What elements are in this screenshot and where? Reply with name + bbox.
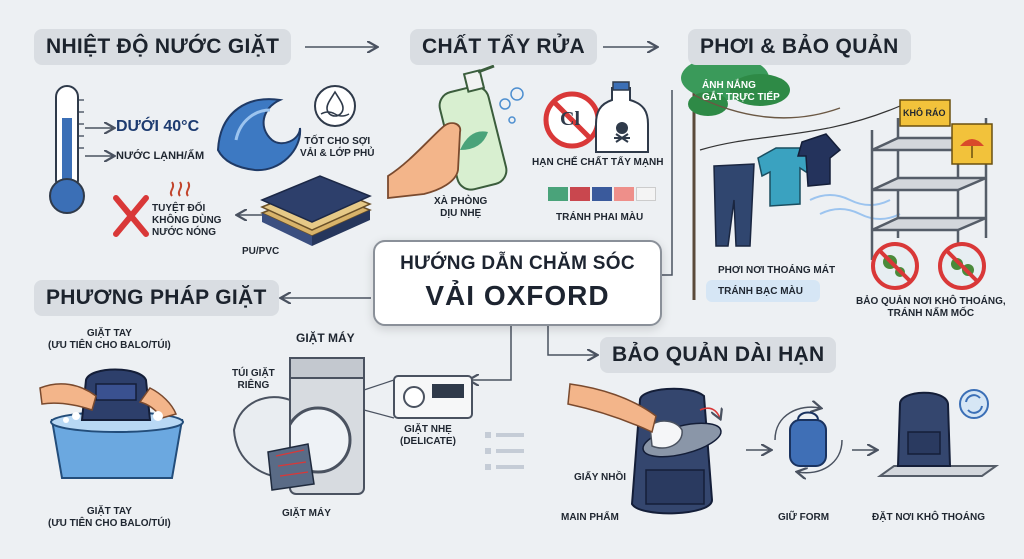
label-machine-wash-top: GIẶT MÁY	[296, 331, 355, 345]
label-mild-soap: XÀ PHÒNG DỊU NHẸ	[434, 196, 488, 219]
dry-sign-icon	[899, 99, 993, 165]
backpack-stuffing-icon	[567, 383, 724, 515]
drying-clothes-icon	[699, 105, 901, 247]
hand-icon	[387, 122, 462, 200]
label-hand-wash-top: GIẶT TAY (ƯU TIÊN CHO BALO/TÚI)	[48, 328, 171, 351]
label-no-hot-water: TUYỆT ĐỐI KHÔNG DÙNG NƯỚC NÓNG	[152, 203, 222, 238]
label-paper-stuffing: GIẤY NHỒI	[574, 472, 627, 483]
label-direct-sunlight: ÁNH NẮNG GẮT TRỰC TIẾP	[702, 80, 780, 103]
wave-icon	[216, 98, 302, 172]
center-title-box: HƯỚNG DẪN CHĂM SÓC VẢI OXFORD	[373, 240, 662, 326]
label-machine-wash-bottom: GIẶT MÁY	[282, 508, 331, 519]
label-avoid-bleaching: TRÁNH BẠC MÀU	[718, 286, 803, 297]
steam-icon	[169, 181, 191, 197]
fabric-layers-icon	[260, 175, 372, 246]
avoid-fade-highlight	[706, 280, 820, 302]
control-panel-icon	[363, 375, 473, 419]
label-airy-place: PHƠI NƠI THOÁNG MÁT	[718, 265, 836, 276]
water-drop-icon	[314, 85, 356, 127]
color-swatch	[570, 187, 590, 201]
washing-machine-icon	[232, 357, 365, 495]
label-avoid-fade: TRÁNH PHAI MÀU	[556, 212, 644, 223]
hand-wash-basin-icon	[39, 368, 184, 479]
label-limit-strong-bleach: HẠN CHẾ CHẤT TẨY MẠNH	[532, 157, 664, 168]
bleach-bottle-icon	[595, 81, 649, 153]
section-title-washing: PHƯƠNG PHÁP GIẶT	[34, 280, 279, 316]
color-swatch	[636, 187, 656, 201]
color-swatch	[548, 187, 568, 201]
label-dry-place: ĐẶT NƠI KHÔ THOÁNG	[872, 512, 985, 523]
no-mold-icon-1	[871, 242, 919, 290]
label-dry-storage: BẢO QUẢN NƠI KHÔ THOÁNG, TRÁNH NẤM MỐC	[856, 296, 1006, 319]
label-cold-warm: NƯỚC LẠNH/ẤM	[116, 150, 205, 162]
label-delicate-mode: GIẶT NHẸ (DELICATE)	[400, 424, 456, 447]
section-title-drying: PHƠI & BẢO QUẢN	[688, 29, 911, 65]
backpack-shelf-icon	[876, 389, 1000, 477]
label-dry-sign: KHÔ RÁO	[903, 108, 946, 118]
tree-branch-icon	[681, 56, 841, 300]
color-swatch	[614, 187, 634, 201]
section-title-detergent: CHẤT TẨY RỬA	[410, 29, 597, 65]
center-title-line2: VẢI OXFORD	[425, 280, 610, 311]
label-below-40: DƯỚI 40°C	[116, 118, 200, 135]
label-laundry-bag: TÚI GIẶT RIÊNG	[232, 368, 275, 391]
label-keep-form: GIỮ FORM	[778, 512, 830, 523]
label-pu-pvc: PU/PVC	[242, 246, 280, 257]
section-title-water-temp: NHIỆT ĐỘ NƯỚC GIẶT	[34, 29, 292, 65]
no-mold-icon-2	[938, 242, 986, 290]
color-swatches	[548, 187, 656, 201]
section-title-long-term: BẢO QUẢN DÀI HẠN	[600, 337, 837, 373]
label-cl-symbol: Cl	[560, 108, 580, 130]
color-swatch	[592, 187, 612, 201]
label-good-for-fabric: TỐT CHO SỢI VẢI & LỚP PHỦ	[300, 136, 375, 159]
label-hand-wash-bottom: GIẶT TAY (ƯU TIÊN CHO BALO/TÚI)	[48, 506, 171, 529]
prohibited-x-icon	[113, 195, 149, 237]
thermometer-icon	[49, 85, 85, 214]
keep-form-cycle-icon	[746, 407, 876, 473]
list-lines-icon	[485, 432, 524, 470]
label-stuffing: MAIN PHẨM	[561, 512, 619, 523]
center-title-line1: HƯỚNG DẪN CHĂM SÓC	[400, 253, 635, 274]
